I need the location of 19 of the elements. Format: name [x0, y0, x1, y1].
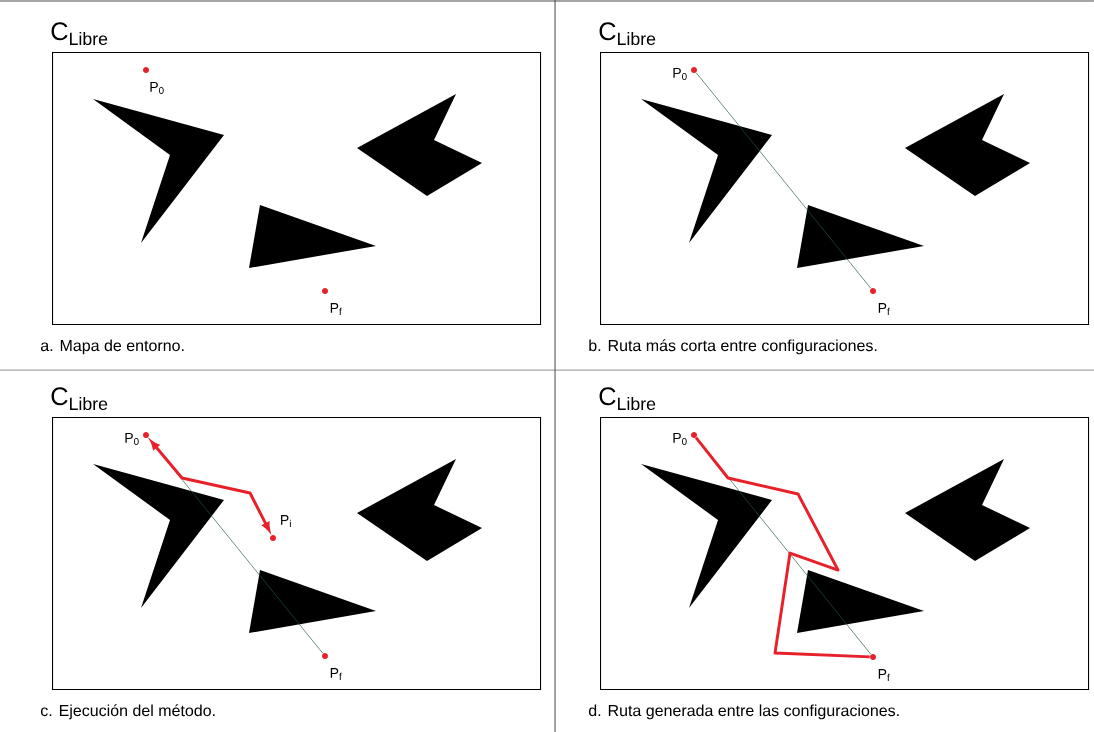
- map-heading: C$_{Libre}$: [599, 387, 656, 411]
- path-line: [695, 72, 872, 289]
- panel-caption: d. Ruta generada entre las configuraciones.: [588, 704, 899, 720]
- panel-caption: b. Ruta más corta entre configuraciones.: [589, 339, 877, 355]
- point-label: P$_{f}$: [877, 302, 892, 316]
- map-heading: C$_{Libre}$: [51, 387, 108, 411]
- point-label: P$_{0}$: [123, 432, 141, 446]
- point-label: P$_{0}$: [671, 67, 689, 81]
- point-label: P$_{f}$: [329, 667, 344, 681]
- point-label: P$_{0}$: [671, 432, 689, 446]
- point-label: P$_{f}$: [877, 668, 892, 682]
- map-heading: C$_{Libre}$: [51, 22, 108, 46]
- panel-caption: c. Ejecución del método.: [40, 704, 215, 720]
- point-label: P$_{f}$: [329, 302, 344, 316]
- point-label: P$_{i}$: [279, 514, 293, 528]
- map-heading: C$_{Libre}$: [599, 22, 656, 46]
- point-label: P$_{0}$: [148, 81, 166, 95]
- panel-caption: a. Mapa de entorno.: [40, 339, 184, 355]
- path-line: [150, 440, 271, 532]
